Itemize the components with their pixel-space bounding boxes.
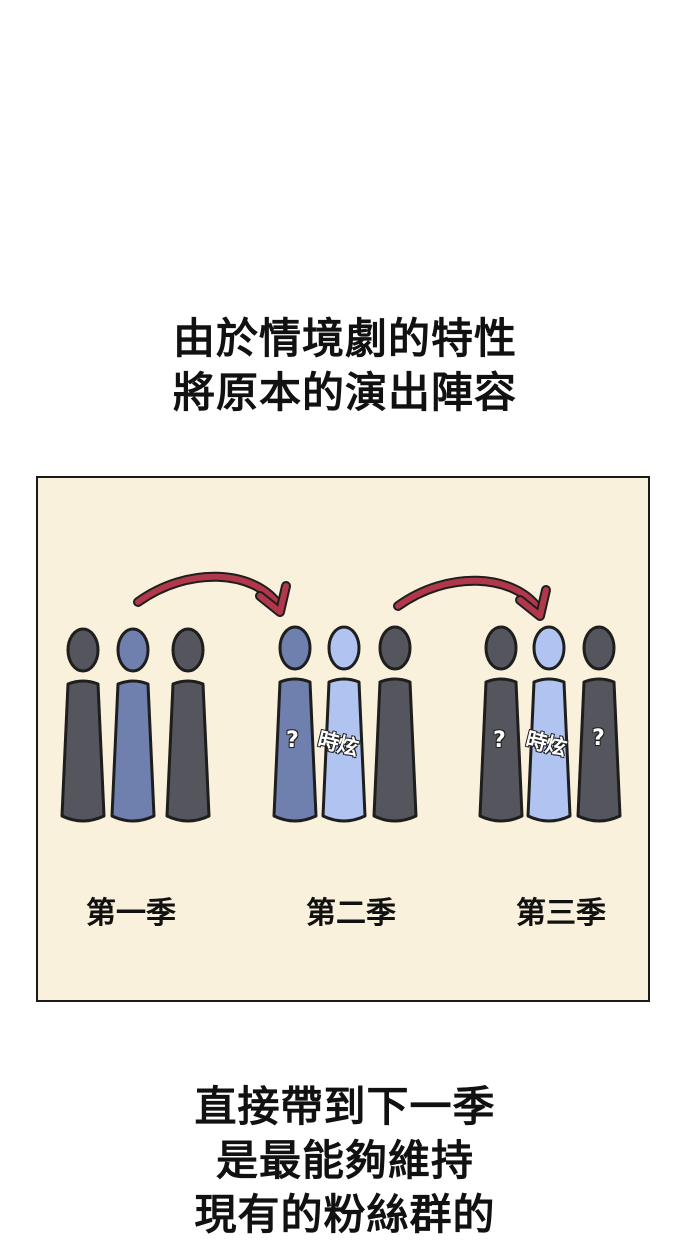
cast-figure-dark <box>478 625 524 823</box>
season-label-3: 第三季 <box>516 896 606 931</box>
caption-bottom-line-1: 直接帶到下一季 <box>194 1082 496 1131</box>
unknown-cast-mark: ? <box>286 728 299 753</box>
cast-figure-light-blue <box>526 625 572 823</box>
caption-top-line-2: 將原本的演出陣容 <box>172 368 517 417</box>
cast-figure-dark <box>372 625 418 823</box>
cast-figure-mid-blue <box>110 627 156 823</box>
cast-figure-dark <box>576 625 622 823</box>
cast-figure-light-blue <box>321 625 367 823</box>
cast-diagram-panel: ? 時炫 ? 時炫 ? 第一季 第二季 第三季 <box>36 476 650 1002</box>
cast-diagram-drawing <box>60 571 622 823</box>
cast-figure-mid-blue <box>272 625 318 823</box>
unknown-cast-mark: ? <box>592 726 605 751</box>
cast-figure-dark <box>165 627 211 823</box>
caption-bottom-line-2: 是最能夠維持 <box>215 1136 474 1185</box>
arrow-season-2-to-3 <box>393 575 551 621</box>
unknown-cast-mark: ? <box>493 728 506 753</box>
caption-bottom: 直接帶到下一季 是最能夠維持 現有的粉絲群的 <box>0 1080 690 1242</box>
season-1-cast <box>60 627 211 823</box>
season-2-cast <box>272 625 418 823</box>
caption-top-line-1: 由於情境劇的特性 <box>172 314 517 363</box>
cast-figure-dark <box>60 627 106 823</box>
season-label-1: 第一季 <box>86 896 176 931</box>
season-label-2: 第二季 <box>306 896 396 931</box>
caption-bottom-line-3: 現有的粉絲群的 <box>194 1190 496 1239</box>
caption-top: 由於情境劇的特性 將原本的演出陣容 <box>0 312 690 420</box>
arrow-season-1-to-2 <box>133 571 291 617</box>
season-3-cast <box>478 625 622 823</box>
